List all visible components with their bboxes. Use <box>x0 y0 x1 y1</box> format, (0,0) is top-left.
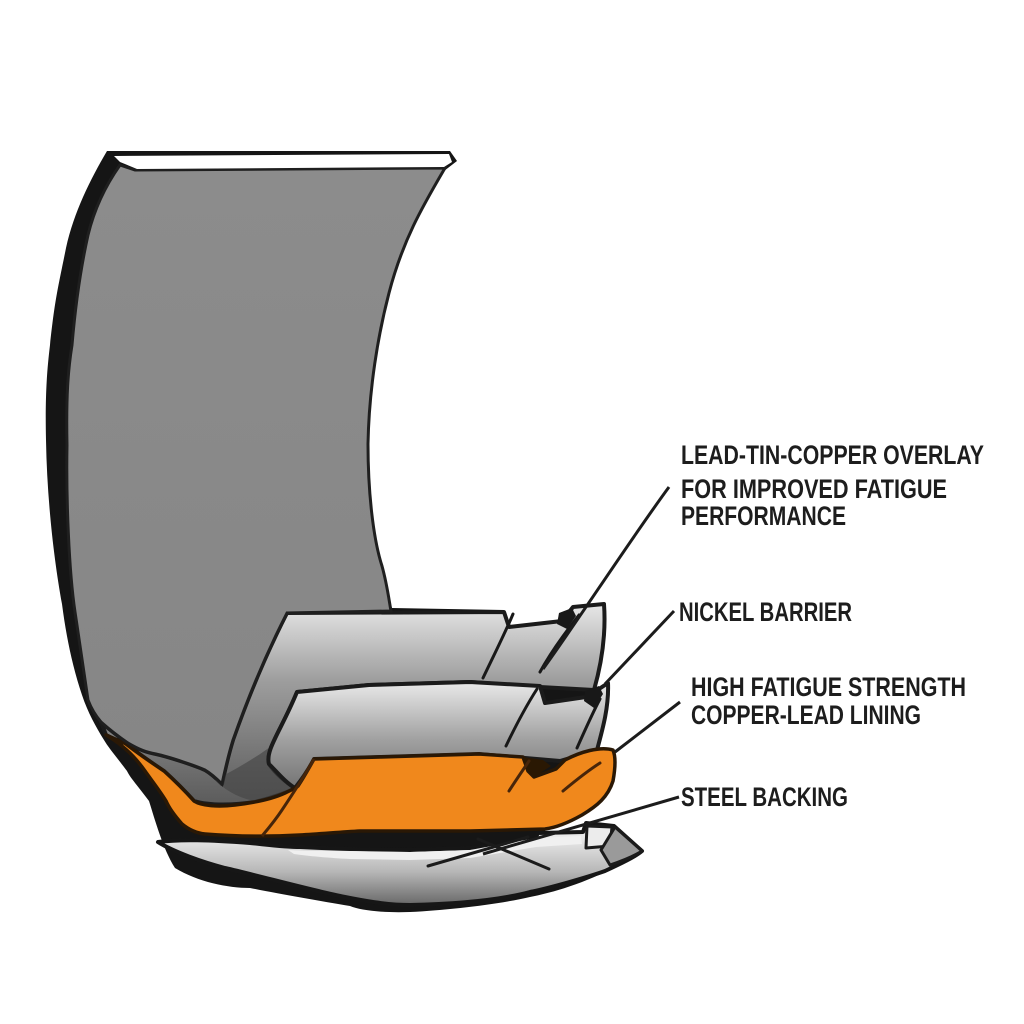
svg-text:COPPER-LEAD LINING: COPPER-LEAD LINING <box>691 700 921 730</box>
svg-text:FOR IMPROVED FATIGUE: FOR IMPROVED FATIGUE <box>681 474 947 504</box>
svg-text:HIGH FATIGUE STRENGTH: HIGH FATIGUE STRENGTH <box>691 672 966 702</box>
svg-text:NICKEL BARRIER: NICKEL BARRIER <box>679 597 852 627</box>
svg-text:PERFORMANCE: PERFORMANCE <box>681 501 846 531</box>
svg-text:LEAD-TIN-COPPER OVERLAY: LEAD-TIN-COPPER OVERLAY <box>681 440 984 470</box>
svg-text:STEEL BACKING: STEEL BACKING <box>681 782 848 812</box>
